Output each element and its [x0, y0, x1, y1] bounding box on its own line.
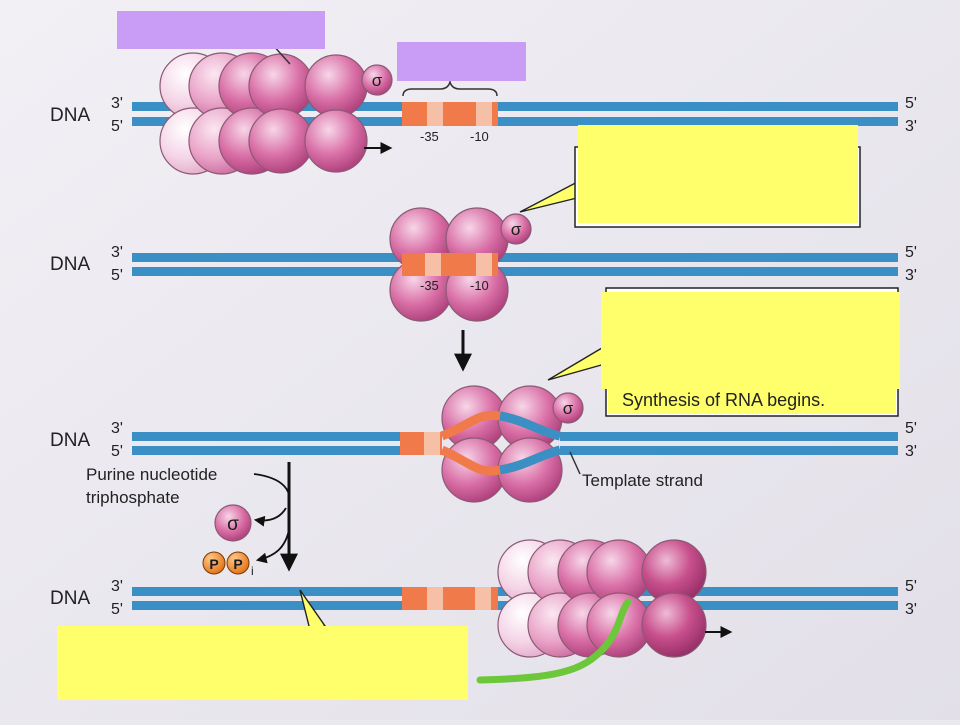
minus10-label: -10 [470, 278, 489, 293]
sigma-label: σ [563, 399, 574, 418]
minus35-box [424, 432, 440, 455]
callout-text-bg [608, 386, 896, 414]
released-sigma-factor: σ [214, 504, 252, 542]
sigma-label: σ [227, 514, 239, 535]
dna-label-4: DNA [50, 588, 90, 609]
dna-label-1: DNA [50, 105, 90, 126]
prime-label: 3' [905, 443, 917, 460]
purine-label-line1: Purine nucleotide [86, 465, 217, 484]
prime-label: 3' [905, 118, 917, 135]
template-strand-blue [499, 445, 562, 475]
minus35-box [425, 253, 441, 276]
prime-label: 3' [111, 244, 123, 261]
rna-transcript [476, 598, 632, 684]
row-4-elongation: DNA 3' 5' 5' 3' [50, 539, 917, 700]
synthesis-label: Synthesis of RNA begins. [622, 390, 825, 410]
dna-label-3: DNA [50, 430, 90, 451]
dna-strand-top [132, 432, 442, 441]
minus10-label: -10 [470, 129, 489, 144]
purine-label-line2: triphosphate [86, 488, 180, 507]
leader-line [569, 451, 581, 475]
rna-polymerase-holoenzyme [159, 52, 368, 175]
sigma-label: σ [372, 71, 383, 90]
dna-strand-top [132, 253, 898, 262]
dna-label-2: DNA [50, 254, 90, 275]
dna-strand-bottom [560, 446, 898, 455]
curved-arrow-sigma [253, 507, 287, 527]
sigma-factor: σ [500, 213, 532, 245]
callout-box-redacted [57, 626, 468, 700]
callout-box-redacted [601, 292, 900, 389]
minus10-box [476, 102, 492, 126]
prime-label: 3' [111, 578, 123, 595]
prime-label: 5' [905, 95, 917, 112]
prime-label: 5' [111, 118, 123, 135]
prime-label: 5' [111, 267, 123, 284]
minus35-label: -35 [420, 129, 439, 144]
dna-strand-top [132, 102, 898, 111]
row-3-open-complex: DNA 3' 5' 5' 3' σ Template strand S [50, 287, 917, 503]
prime-label: 5' [111, 601, 123, 618]
promoter-bracket [402, 79, 498, 97]
prime-label: 5' [905, 578, 917, 595]
label-box-redacted [117, 11, 325, 49]
pyrophosphate: P P i [202, 551, 254, 578]
sigma-factor: σ [361, 64, 393, 96]
row-1-holoenzyme-binding: DNA 3' 5' 5' 3' -35 -10 σ [50, 11, 917, 175]
prime-label: 3' [905, 267, 917, 284]
curved-arrow-ppi [255, 529, 290, 564]
rna-polymerase-core [497, 539, 707, 658]
minus35-label: -35 [420, 278, 439, 293]
promoter-region [402, 587, 498, 610]
dna-strand-bottom [132, 446, 442, 455]
minus10-box [476, 253, 492, 276]
minus35-box [427, 102, 443, 126]
curved-arrow-in [253, 473, 291, 506]
row-2-closed-complex: DNA 3' 5' 5' 3' -35 -10 σ [50, 125, 917, 322]
dna-strand-bottom [132, 267, 898, 276]
phosphate-label: P [209, 556, 218, 572]
sigma-label: σ [511, 220, 522, 239]
callout-box-redacted [578, 125, 858, 223]
dna-strand-bottom [132, 117, 898, 126]
label-box-redacted [397, 42, 526, 81]
prime-label: 5' [111, 443, 123, 460]
prime-label: 3' [111, 420, 123, 437]
prime-label: 5' [905, 420, 917, 437]
minus35-box [427, 587, 443, 610]
non-template-strand-blue [499, 411, 562, 441]
prime-label: 3' [111, 95, 123, 112]
dna-strand-top [560, 432, 898, 441]
phosphate-label: P [233, 556, 242, 572]
sigma-factor: σ [552, 392, 584, 424]
sigma-release: Purine nucleotide triphosphate σ P P i [86, 462, 298, 578]
minus10-box [475, 587, 491, 610]
prime-label: 5' [905, 244, 917, 261]
prime-label: 3' [905, 601, 917, 618]
template-strand-label: Template strand [582, 471, 703, 490]
inorganic-subscript: i [251, 564, 254, 578]
